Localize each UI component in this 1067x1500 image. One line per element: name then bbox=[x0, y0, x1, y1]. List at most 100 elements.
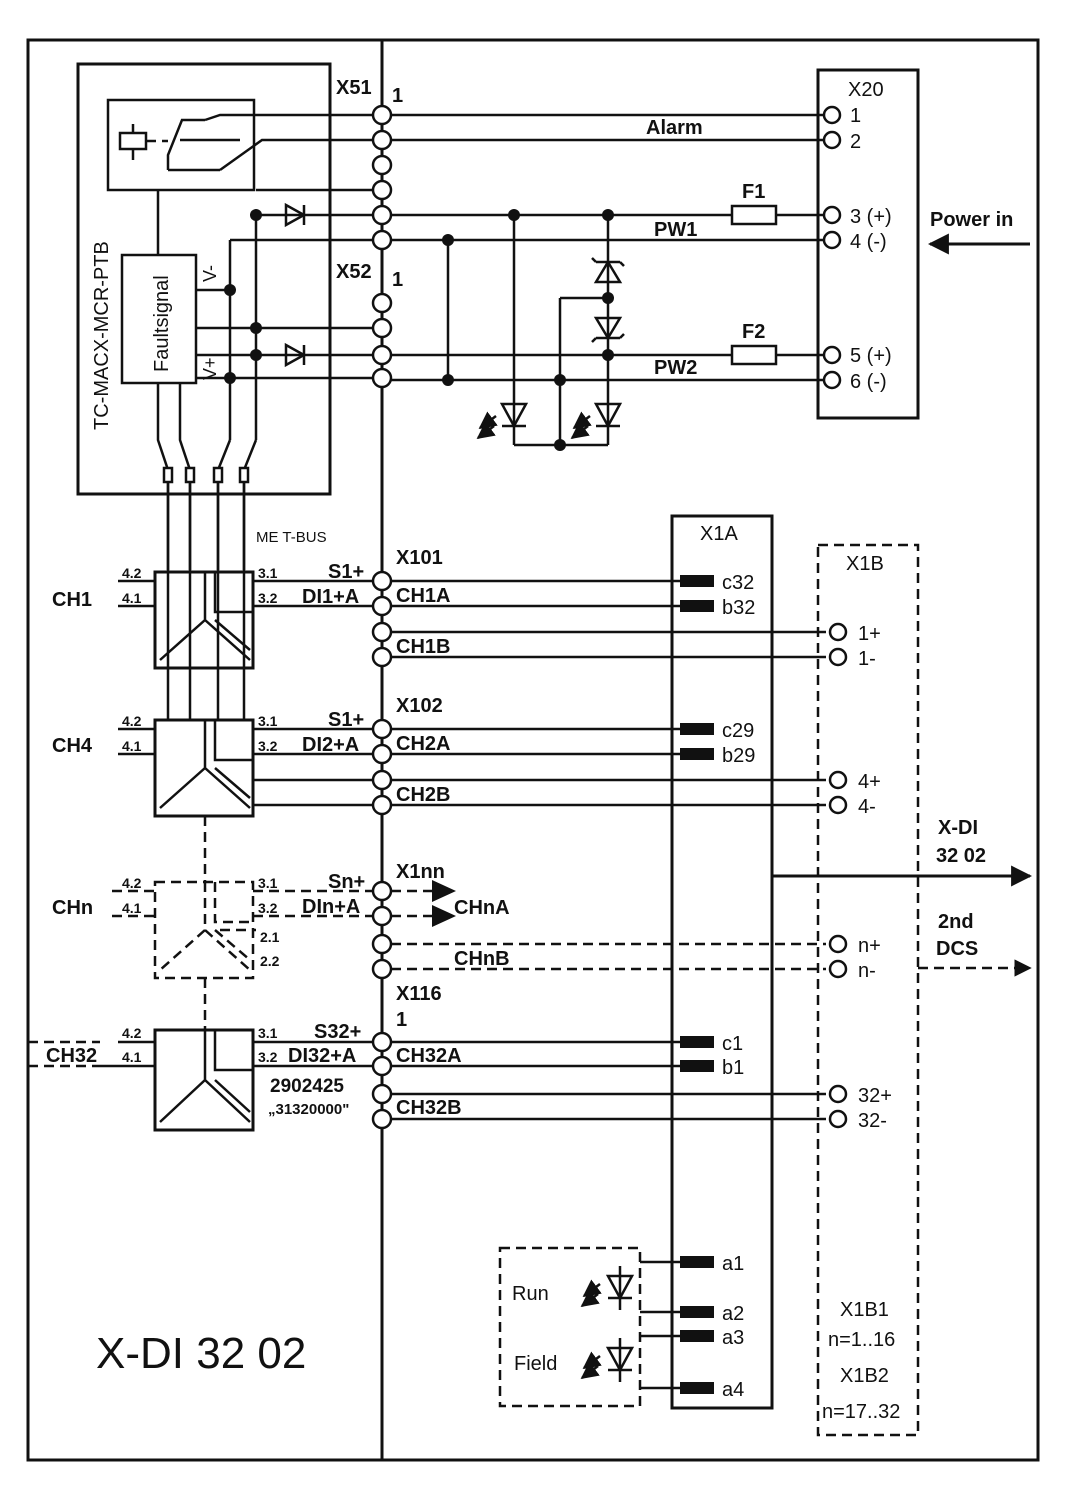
pin-32: 3.2 bbox=[258, 900, 278, 916]
pin-42: 4.2 bbox=[122, 565, 142, 581]
power-wiring: Alarm PW1 PW2 F1 F2 Power in bbox=[391, 113, 1030, 451]
led-icon bbox=[499, 402, 529, 429]
fuse-f2 bbox=[730, 344, 778, 366]
channel-ch1: CH1 4.2 4.1 3.1 3.2 S1+ DI1+A X101 CH1A … bbox=[52, 482, 881, 720]
x1b-block: X1B X1B1 n=1..16 X1B2 n=17..32 bbox=[816, 543, 920, 1437]
x1a-label: X1A bbox=[700, 523, 738, 545]
ch-a-label: CH1A bbox=[396, 585, 450, 607]
f1-label: F1 bbox=[742, 181, 765, 203]
x1b-pin: 1- bbox=[858, 648, 876, 670]
module-title: X-DI 32 02 bbox=[96, 1329, 306, 1378]
ch-a-label: CH2A bbox=[396, 733, 450, 755]
pin-41: 4.1 bbox=[122, 590, 142, 606]
conn-label: X101 bbox=[396, 547, 443, 569]
pin-32: 3.2 bbox=[258, 1049, 278, 1065]
conn-label: X102 bbox=[396, 695, 443, 717]
di-label: DI1+A bbox=[302, 586, 359, 608]
x1b-note: n=17..32 bbox=[822, 1401, 900, 1423]
pin-31: 3.1 bbox=[258, 1025, 278, 1041]
ch-b-label: CHnB bbox=[454, 948, 510, 970]
zener-diode-icon bbox=[591, 316, 625, 343]
ch-b-label: CH2B bbox=[396, 784, 450, 806]
conn-label: X116 bbox=[396, 983, 442, 1005]
pin-31: 3.1 bbox=[258, 875, 278, 891]
x1a-pin: a2 bbox=[722, 1303, 744, 1325]
x1b-pin: 32+ bbox=[858, 1085, 892, 1107]
x52-pin: 1 bbox=[392, 269, 403, 291]
x1b-pin: n- bbox=[858, 960, 876, 982]
led-icon bbox=[593, 402, 623, 429]
channel-name: CHn bbox=[52, 897, 93, 919]
output-xdi-label: X-DI bbox=[938, 817, 978, 839]
conn-label: X1nn bbox=[396, 861, 445, 883]
s-label: Sn+ bbox=[328, 871, 365, 893]
ch-b-label: CH32B bbox=[396, 1097, 462, 1119]
power-in-label: Power in bbox=[930, 209, 1013, 231]
pin-31: 3.1 bbox=[258, 713, 278, 729]
s-label: S32+ bbox=[314, 1021, 361, 1043]
zener-diode-icon bbox=[591, 257, 625, 284]
pin-32: 3.2 bbox=[258, 590, 278, 606]
part-number: 2902425 bbox=[270, 1076, 344, 1097]
channel-name: CH4 bbox=[52, 735, 93, 757]
diode-icon bbox=[284, 342, 307, 368]
relay-coil-icon bbox=[118, 131, 148, 151]
x1a-pin: a4 bbox=[722, 1379, 744, 1401]
ch-a-label: CHnA bbox=[454, 897, 510, 919]
ptb-name: TC-MACX-MCR-PTB bbox=[91, 241, 113, 430]
relay-contact-icon bbox=[166, 118, 240, 170]
run-label: Run bbox=[512, 1283, 549, 1305]
f2-label: F2 bbox=[742, 321, 765, 343]
x1b-note: X1B1 bbox=[840, 1299, 889, 1321]
relay-box bbox=[106, 98, 256, 192]
x20-pin: 1 bbox=[850, 105, 861, 127]
x1b-pin: 4+ bbox=[858, 771, 881, 793]
vplus-label: V+ bbox=[200, 357, 220, 380]
ptb-module: TC-MACX-MCR-PTB Faultsignal V- V+ bbox=[76, 62, 382, 570]
pin-22: 2.2 bbox=[260, 953, 280, 969]
s-label: S1+ bbox=[328, 709, 364, 731]
x20-pin: 4 (-) bbox=[850, 231, 887, 253]
x1a-pin: b32 bbox=[722, 597, 755, 619]
x1a-pin: a3 bbox=[722, 1327, 744, 1349]
x20-pin: 2 bbox=[850, 131, 861, 153]
pin-32: 3.2 bbox=[258, 738, 278, 754]
x20-pin: 3 (+) bbox=[850, 206, 892, 228]
pw1-label: PW1 bbox=[654, 219, 697, 241]
x1b-pin: n+ bbox=[858, 935, 881, 957]
x20-pin: 5 (+) bbox=[850, 345, 892, 367]
pw2-label: PW2 bbox=[654, 357, 697, 379]
faultsignal-label: Faultsignal bbox=[151, 275, 173, 372]
part-code: „31320000" bbox=[268, 1101, 349, 1118]
x1b-pin: 1+ bbox=[858, 623, 881, 645]
x1a-pin: c1 bbox=[722, 1033, 743, 1055]
channel-chn: CHn 4.2 4.1 3.1 3.2 2.1 2.2 Sn+ DIn+A X1… bbox=[52, 861, 881, 982]
di-label: DI32+A bbox=[288, 1045, 356, 1067]
x1b-pin: 4- bbox=[858, 796, 876, 818]
channel-ch4: CH4 4.2 4.1 3.1 3.2 S1+ DI2+A X102 CH2A … bbox=[52, 695, 881, 818]
field-label: Field bbox=[514, 1353, 557, 1375]
x1a-block: X1A bbox=[670, 514, 774, 1410]
pin-41: 4.1 bbox=[122, 1049, 142, 1065]
vminus-label: V- bbox=[200, 265, 220, 282]
pin-21: 2.1 bbox=[260, 929, 280, 945]
x1a-pin: b1 bbox=[722, 1057, 744, 1079]
s-label: S1+ bbox=[328, 561, 364, 583]
x51-pin: 1 bbox=[392, 85, 403, 107]
fuse-f1 bbox=[730, 204, 778, 226]
diode-icon bbox=[284, 202, 307, 228]
ch-b-label: CH1B bbox=[396, 636, 450, 658]
x20-pin: 6 (-) bbox=[850, 371, 887, 393]
ch-a-label: CH32A bbox=[396, 1045, 462, 1067]
output-dcs-label: 2nd bbox=[938, 911, 974, 933]
channel-name: CH32 bbox=[46, 1045, 97, 1067]
alarm-label: Alarm bbox=[646, 117, 703, 139]
conn-pin: 1 bbox=[396, 1009, 407, 1031]
x1a-pin: c29 bbox=[722, 720, 754, 742]
channel-ch32: CH32 4.2 4.1 3.1 3.2 S32+ DI32+A X116 1 … bbox=[28, 983, 892, 1132]
x1b-pin: 32- bbox=[858, 1110, 887, 1132]
channel-name: CH1 bbox=[52, 589, 92, 611]
pin-41: 4.1 bbox=[122, 900, 142, 916]
pin-31: 3.1 bbox=[258, 565, 278, 581]
